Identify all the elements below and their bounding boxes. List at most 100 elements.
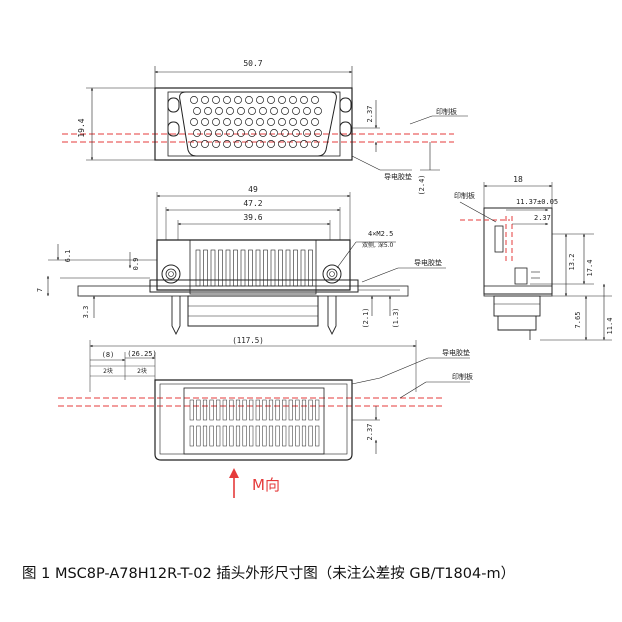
pin-contact xyxy=(289,118,297,126)
dim-side-h2: 17.4 xyxy=(586,260,594,277)
pin-contact xyxy=(226,129,234,137)
pin-contact xyxy=(267,96,275,104)
pin-contact xyxy=(311,140,319,148)
pin-contact xyxy=(248,107,256,115)
contact-strip xyxy=(202,399,208,421)
pin-contact xyxy=(204,107,212,115)
pin-contact xyxy=(223,140,231,148)
label-gasket-bottom: 导电胶垫 xyxy=(442,348,470,357)
pin-contact xyxy=(289,140,297,148)
pin-contact xyxy=(314,129,322,137)
contact-strip xyxy=(216,425,221,447)
dim-side-offset: 2.37 xyxy=(534,214,551,222)
bottom-view xyxy=(58,340,470,461)
contact-strip xyxy=(242,399,247,421)
contact-strip xyxy=(233,249,238,287)
contact-strip xyxy=(209,399,214,421)
contact-strip xyxy=(209,425,214,447)
dim-bottom-left1: (8) xyxy=(102,351,115,359)
dim-side-h1: 13.2 xyxy=(568,254,576,271)
contact-strip xyxy=(275,425,280,447)
pin-contact xyxy=(234,118,242,126)
pin-contact xyxy=(245,118,253,126)
label-pcb-side: 印制板 xyxy=(454,191,475,200)
dim-front-h5: (2.1) xyxy=(362,307,370,328)
pin-contact xyxy=(237,107,245,115)
contact-strip xyxy=(288,399,293,421)
dim-bottom-total: (117.5) xyxy=(232,336,264,345)
dim-side-h3: 7.65 xyxy=(574,312,582,329)
pin-contact xyxy=(300,96,308,104)
contact-strip xyxy=(255,399,260,421)
dim-top-width: 50.7 xyxy=(243,59,262,68)
contact-strip xyxy=(285,249,291,287)
contact-strip xyxy=(293,249,298,287)
pin-contact xyxy=(190,140,198,148)
pin-contact xyxy=(278,118,286,126)
side-view xyxy=(459,182,612,341)
pin-contact xyxy=(289,96,297,104)
pin-contact xyxy=(278,140,286,148)
dim-front-h2: 7 xyxy=(36,288,44,292)
contact-strip xyxy=(315,399,320,421)
pin-contact xyxy=(190,118,198,126)
pin-contact xyxy=(281,129,289,137)
contact-strip xyxy=(203,249,208,287)
contact-strip xyxy=(248,249,253,287)
contact-strip xyxy=(229,399,234,421)
contact-strip xyxy=(240,249,246,287)
pin-contact xyxy=(267,140,275,148)
pin-contact xyxy=(245,96,253,104)
top-view xyxy=(62,66,468,171)
pin-contact xyxy=(193,129,201,137)
contact-strip xyxy=(308,399,313,421)
dim-top-height: 19.4 xyxy=(77,118,86,137)
pin-contact xyxy=(223,118,231,126)
pin-contact xyxy=(300,140,308,148)
contact-strip xyxy=(308,425,313,447)
pin-contact xyxy=(281,107,289,115)
contact-strip xyxy=(189,425,194,447)
contact-strip xyxy=(295,425,300,447)
contact-strip xyxy=(295,399,300,421)
contact-strip xyxy=(282,399,287,421)
pin-contact xyxy=(248,129,256,137)
pin-contact xyxy=(212,140,220,148)
pin-contact xyxy=(259,129,267,137)
label-pcb-top: 印制板 xyxy=(436,107,457,116)
label-gasket-top: 导电胶垫 xyxy=(384,172,412,181)
dim-bottom-row2: 2块 xyxy=(137,367,147,375)
front-view xyxy=(46,192,446,336)
pin-contact xyxy=(212,118,220,126)
pin-contact xyxy=(292,107,300,115)
contact-strip xyxy=(282,425,287,447)
pin-contact xyxy=(234,140,242,148)
contact-strip xyxy=(222,425,227,447)
pin-contact xyxy=(311,96,319,104)
contact-strip xyxy=(242,425,247,447)
contact-strip xyxy=(189,399,194,421)
contact-strip xyxy=(249,425,254,447)
contact-strip xyxy=(249,399,254,421)
pin-contact xyxy=(201,118,209,126)
contact-strip xyxy=(195,249,201,287)
contact-strip xyxy=(255,425,260,447)
contact-strip xyxy=(196,425,201,447)
pin-contact xyxy=(234,96,242,104)
contact-strip xyxy=(262,425,267,447)
contact-strip xyxy=(300,249,306,287)
dim-front-inner: 47.2 xyxy=(243,199,262,208)
contact-strip xyxy=(301,399,307,421)
label-pcb-bottom: 印制板 xyxy=(452,372,473,381)
label-m-direction: M向 xyxy=(252,476,280,494)
screw-note-line1: 4×M2.5 xyxy=(368,230,393,238)
figure-caption: 图 1 MSC8P-A78H12R-T-02 插头外形尺寸图（未注公差按 GB/… xyxy=(22,566,516,582)
contact-strip xyxy=(275,399,280,421)
pin-contact xyxy=(190,96,198,104)
pin-contact xyxy=(278,96,286,104)
contact-strip xyxy=(255,249,261,287)
pin-contact xyxy=(215,129,223,137)
pin-contact xyxy=(215,107,223,115)
contact-strip xyxy=(202,425,208,447)
dim-top-right-offset: 2.37 xyxy=(366,106,374,123)
